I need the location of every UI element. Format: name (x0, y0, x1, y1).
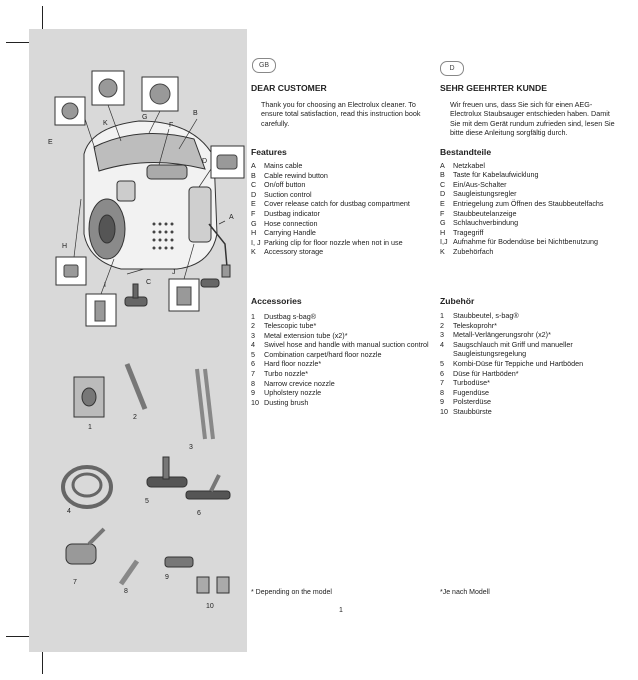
detail-box-j (168, 278, 200, 312)
features-heading-de: Bestandteile (440, 146, 492, 157)
label-j: J (172, 269, 176, 276)
features-heading: Features (251, 147, 287, 158)
label-2: 2 (133, 414, 137, 421)
crop-mark (42, 644, 43, 674)
label-d: D (202, 158, 207, 165)
crop-mark (6, 636, 36, 637)
language-badge-d: D (440, 61, 464, 76)
english-column: DEAR CUSTOMER Thank you for choosing an … (251, 83, 431, 408)
vacuum-diagram: K G B F E D A H I C J (48, 70, 245, 610)
label-6: 6 (197, 510, 201, 517)
crop-mark (6, 42, 36, 43)
label-9: 9 (165, 574, 169, 581)
label-h: H (62, 243, 67, 250)
accessories-heading: Accessories (251, 295, 302, 306)
illustration-panel: K G B F E D A H I C J (29, 29, 247, 652)
german-column: SEHR GEEHRTER KUNDE Wir freuen uns, dass… (440, 83, 620, 417)
language-badge-gb: GB (252, 58, 276, 73)
footnote-de: *Je nach Modell (440, 589, 490, 596)
label-g: G (142, 114, 147, 121)
accessories-heading-de: Zubehör (440, 295, 475, 306)
intro-text-de: Wir freuen uns, dass Sie sich für einen … (450, 99, 615, 138)
label-1: 1 (88, 424, 92, 431)
page-number: 1 (339, 607, 343, 614)
page-title: DEAR CUSTOMER (251, 83, 327, 93)
label-5: 5 (145, 498, 149, 505)
label-8: 8 (124, 588, 128, 595)
label-f: F (169, 122, 173, 129)
intro-text: Thank you for choosing an Electrolux cle… (261, 99, 421, 128)
label-k: K (103, 120, 108, 127)
label-e: E (48, 139, 53, 146)
page-title-de: SEHR GEEHRTER KUNDE (440, 83, 547, 93)
accessories-illustration (61, 363, 231, 594)
label-7: 7 (73, 579, 77, 586)
label-10: 10 (206, 603, 214, 610)
label-3: 3 (189, 444, 193, 451)
label-b: B (193, 110, 198, 117)
vacuum-cleaner-illustration (83, 120, 231, 278)
crop-mark (42, 6, 43, 36)
label-i: I (104, 282, 106, 289)
label-4: 4 (67, 508, 71, 515)
label-a: A (229, 214, 234, 221)
label-c: C (146, 279, 151, 286)
footnote: * Depending on the model (251, 589, 332, 596)
